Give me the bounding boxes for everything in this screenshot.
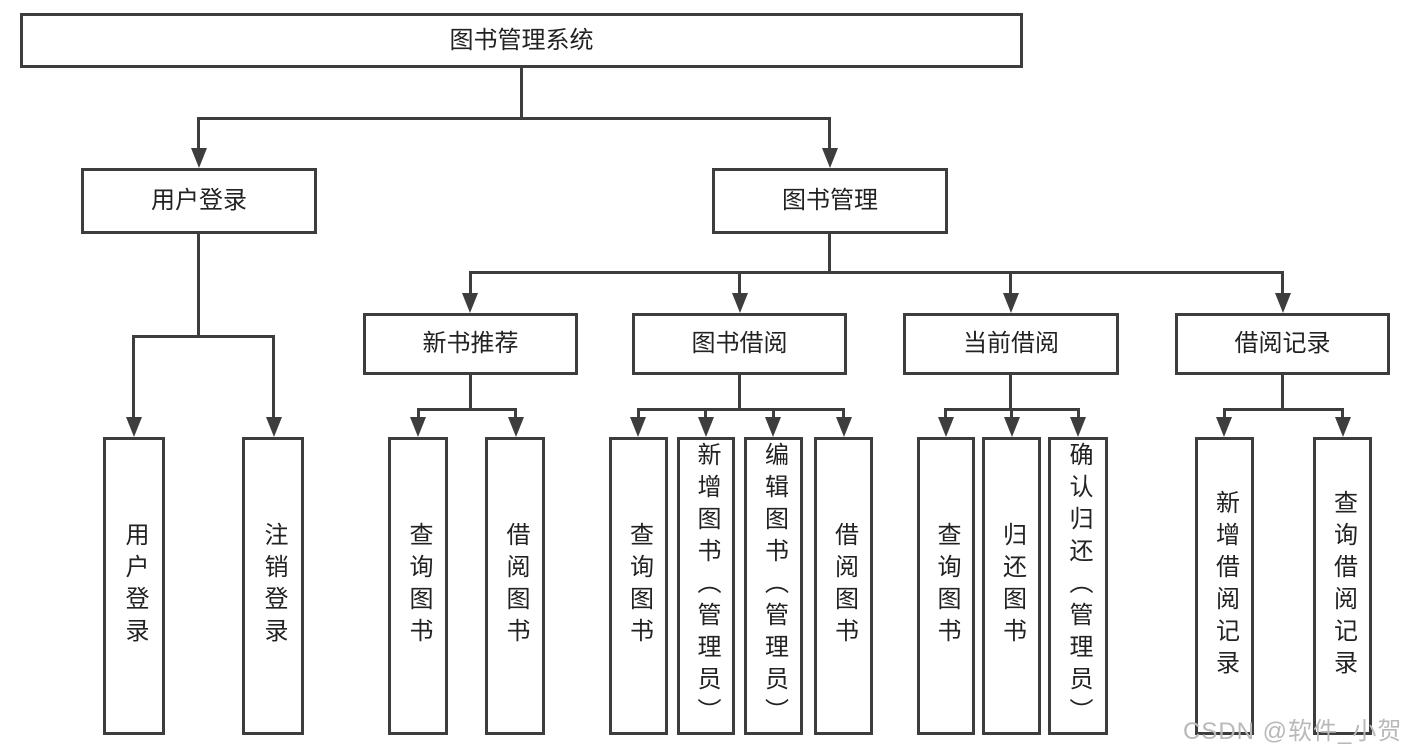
node-label: 查询图书 [933, 522, 960, 650]
leaf-borrow-books: 借阅图书 [814, 437, 873, 735]
connector-arrowhead [1004, 417, 1020, 437]
connector-arrowhead [938, 417, 954, 437]
node-label: 新增图书（管理员） [693, 442, 720, 730]
connector-line [514, 408, 517, 421]
connector-line [772, 408, 775, 421]
connector-line [272, 335, 275, 421]
node-user-login: 用户登录 [81, 168, 317, 234]
connector-line [417, 408, 517, 411]
node-label: 借阅记录 [1234, 330, 1331, 357]
node-borrow-record: 借阅记录 [1175, 313, 1390, 375]
node-book-management: 图书管理 [712, 168, 948, 234]
connector-line [828, 234, 831, 273]
connector-line [842, 408, 845, 421]
connector-arrowhead [1216, 417, 1232, 437]
connector-line [469, 271, 1284, 274]
node-label: 新书推荐 [422, 330, 519, 357]
leaf-query-borrow-record: 查询借阅记录 [1313, 437, 1372, 735]
connector-line [520, 68, 523, 119]
node-library-system: 图书管理系统 [20, 13, 1023, 68]
connector-line [738, 271, 741, 297]
connector-arrowhead [765, 417, 781, 437]
leaf-return-books: 归还图书 [982, 437, 1041, 735]
connector-line [197, 117, 200, 152]
node-label: 确认归还（管理员） [1065, 442, 1092, 730]
connector-line [1009, 375, 1012, 410]
connector-arrowhead [836, 417, 852, 437]
leaf-add-borrow-record: 新增借阅记录 [1195, 437, 1254, 735]
connector-arrowhead [462, 293, 478, 313]
connector-line [704, 408, 707, 421]
leaf-add-books-admin: 新增图书（管理员） [677, 437, 735, 735]
node-label: 编辑图书（管理员） [760, 442, 788, 730]
connector-line [132, 335, 275, 338]
connector-line [738, 375, 741, 410]
connector-arrowhead [630, 417, 646, 437]
node-label: 新增借阅记录 [1211, 490, 1239, 682]
node-label: 图书借阅 [691, 330, 788, 357]
connector-line [469, 271, 472, 297]
node-label: 当前借阅 [963, 330, 1059, 357]
connector-line [1009, 271, 1012, 297]
connector-line [197, 234, 200, 337]
connector-arrowhead [126, 417, 142, 437]
connector-line [132, 335, 135, 421]
leaf-query-books-current: 查询图书 [917, 437, 975, 735]
connector-line [1281, 271, 1284, 297]
leaf-edit-books-admin: 编辑图书（管理员） [744, 437, 803, 735]
connector-line [417, 408, 420, 421]
connector-arrowhead [698, 417, 714, 437]
connector-arrowhead [410, 417, 426, 437]
csdn-watermark: CSDN @软件_小贺同学 [1183, 718, 1403, 745]
node-label: 注销登录 [260, 522, 287, 650]
node-label: 图书管理系统 [449, 26, 594, 54]
connector-line [637, 408, 640, 421]
node-label: 用户登录 [121, 522, 148, 650]
connector-line [637, 408, 845, 411]
connector-arrowhead [1335, 417, 1351, 437]
connector-line [1077, 408, 1080, 421]
node-label: 借阅图书 [502, 522, 529, 650]
connector-arrowhead [1275, 293, 1291, 313]
connector-arrowhead [191, 148, 207, 168]
connector-arrowhead [1070, 417, 1086, 437]
leaf-query-books-borrow: 查询图书 [609, 437, 668, 735]
connector-line [1281, 375, 1284, 410]
connector-arrowhead [732, 293, 748, 313]
node-book-borrow: 图书借阅 [632, 313, 847, 375]
leaf-query-books-recommend: 查询图书 [388, 437, 448, 735]
connector-line [1223, 408, 1226, 421]
node-label: 查询借阅记录 [1329, 490, 1357, 682]
leaf-confirm-return-admin: 确认归还（管理员） [1048, 437, 1108, 735]
node-label: 借阅图书 [830, 522, 858, 650]
connector-line [1010, 408, 1013, 421]
leaf-borrow-books-recommend: 借阅图书 [485, 437, 545, 735]
node-new-book-recommend: 新书推荐 [363, 313, 578, 375]
connector-line [1341, 408, 1344, 421]
node-label: 用户登录 [151, 187, 247, 214]
connector-line [944, 408, 947, 421]
node-label: 查询图书 [405, 522, 432, 650]
connector-arrowhead [266, 417, 282, 437]
node-label: 图书管理 [782, 187, 878, 214]
connector-arrowhead [508, 417, 524, 437]
leaf-logout: 注销登录 [242, 437, 304, 735]
node-current-borrow: 当前借阅 [903, 313, 1119, 375]
connector-line [1223, 408, 1344, 411]
connector-line [197, 117, 831, 120]
connector-line [469, 375, 472, 410]
connector-arrowhead [1003, 293, 1019, 313]
leaf-user-login: 用户登录 [103, 437, 165, 735]
node-label: 查询图书 [625, 522, 653, 650]
connector-arrowhead [822, 148, 838, 168]
node-label: 归还图书 [998, 522, 1026, 650]
connector-line [828, 117, 831, 152]
